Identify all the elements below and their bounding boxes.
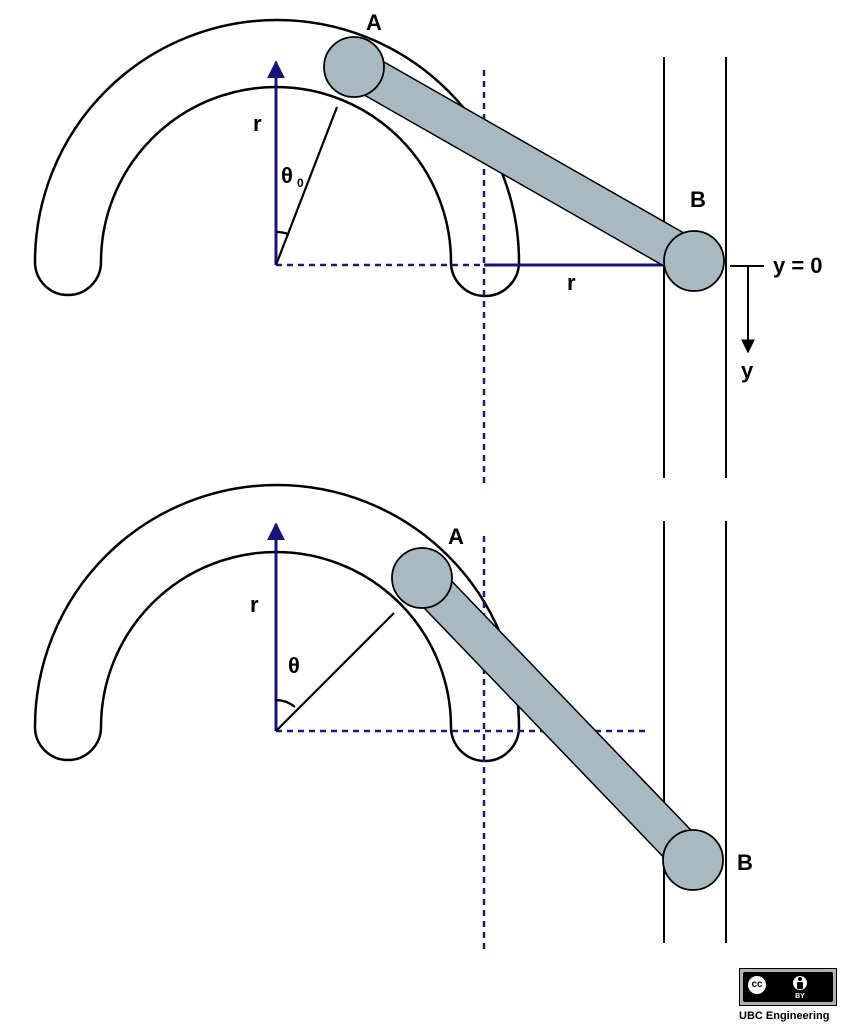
bottom-curved-track [33,483,521,763]
person-body [797,982,803,989]
top-label-theta: θ [281,163,293,188]
top-label-a: A [366,10,382,35]
bottom-diagram: A B r θ [33,483,753,952]
top-label-r-horizontal: r [567,270,576,295]
cc-icon: cc [746,974,768,996]
cc-by-license-badge: cc BY UBC Engineering [739,968,839,1030]
bottom-theta-arc [275,698,296,708]
top-label-r-vertical: r [253,111,262,136]
label-y-zero: y = 0 [773,253,823,278]
bottom-label-theta: θ [288,653,300,678]
bottom-rod-ab-fill [408,565,707,873]
top-pin-b [663,230,725,292]
top-label-b: B [690,187,706,212]
bottom-label-b: B [737,850,753,875]
bottom-label-r-vertical: r [250,592,259,617]
top-theta-line [274,106,339,266]
top-rod-ab-fill [344,50,704,278]
attribution-person-icon [791,974,809,992]
bottom-pin-b [662,829,724,891]
top-pin-a [323,36,385,98]
top-theta-arc [275,230,289,236]
bottom-theta-line [275,612,395,732]
top-curved-track [33,18,521,298]
bottom-label-a: A [448,524,464,549]
by-label: BY [795,993,805,1000]
top-label-theta-subscript: 0 [297,176,304,190]
cc-badge-inner: cc BY [743,972,833,1002]
cc-badge-frame: cc BY [739,968,837,1006]
organization-label: UBC Engineering [739,1010,830,1022]
bottom-pin-a [391,547,453,609]
label-y-axis: y [741,358,754,383]
top-diagram: A B r r θ 0 y = 0 y [33,10,823,487]
person-head [798,977,802,981]
